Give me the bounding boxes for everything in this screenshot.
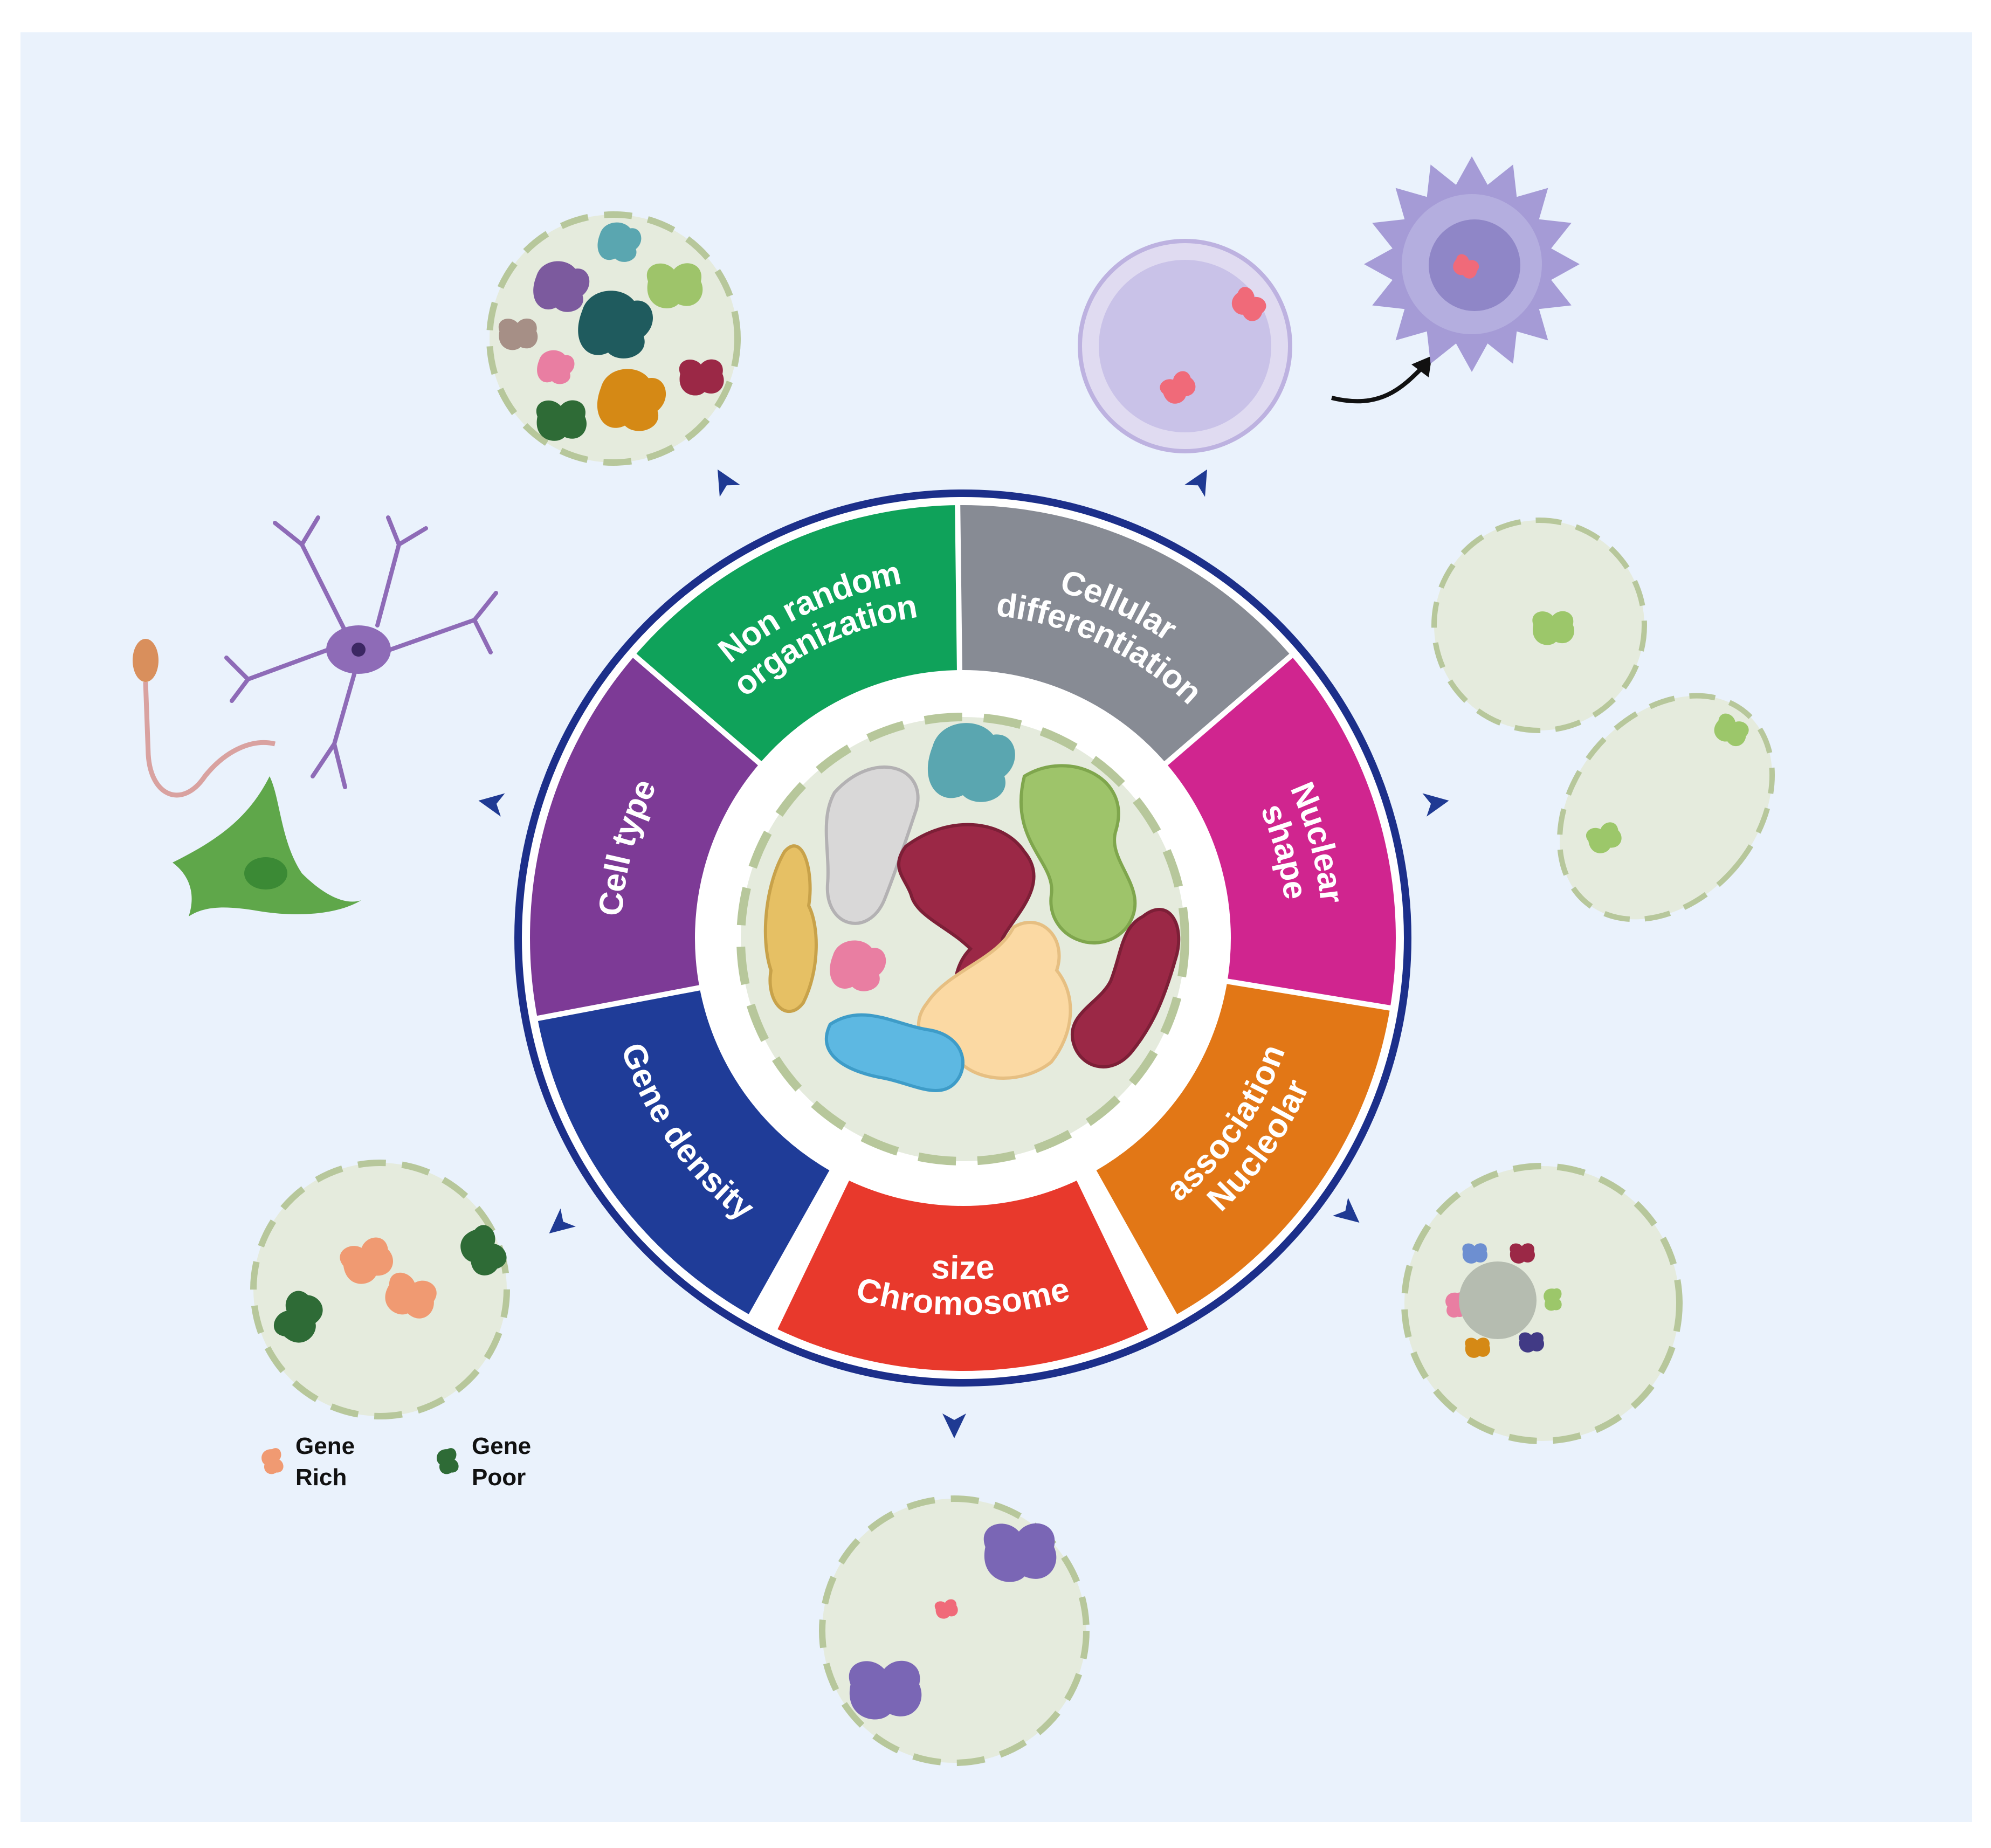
gene-density-legend: Gene Rich Gene Poor [260, 1433, 531, 1491]
legend-gene-poor-line2: Poor [472, 1464, 526, 1491]
neuron-cell [224, 515, 498, 789]
nucleus-nucleolar-association [1401, 1163, 1683, 1444]
legend-gene-poor-line1: Gene [472, 1433, 531, 1459]
nucleus-gene-density [250, 1160, 512, 1419]
wheel-segments [525, 500, 1401, 1376]
territory-yellow [763, 844, 818, 1013]
segment-label-chromosome-size: size [930, 1249, 995, 1287]
differentiation-arrow [1331, 365, 1425, 404]
territory-blue [825, 1013, 965, 1092]
nucleus-chromosome-size [819, 1495, 1090, 1766]
nucleolus [1459, 1261, 1537, 1339]
cells-differentiation [1078, 156, 1580, 453]
nuclei-nuclear-shape [1431, 518, 1775, 922]
territory-grey [824, 766, 920, 925]
cells-cell-type [133, 515, 498, 916]
central-nucleus [736, 713, 1189, 1166]
differentiated-cell [1364, 156, 1580, 372]
legend-gene-rich-line1: Gene [295, 1433, 355, 1459]
nucleus-non-random [486, 211, 741, 466]
legend-gene-rich-line2: Rich [295, 1464, 347, 1491]
fibroblast-cell [173, 776, 361, 916]
sperm-cell [133, 639, 276, 798]
territory-light-green [1019, 764, 1137, 944]
territory-maroon-2 [1070, 908, 1181, 1068]
